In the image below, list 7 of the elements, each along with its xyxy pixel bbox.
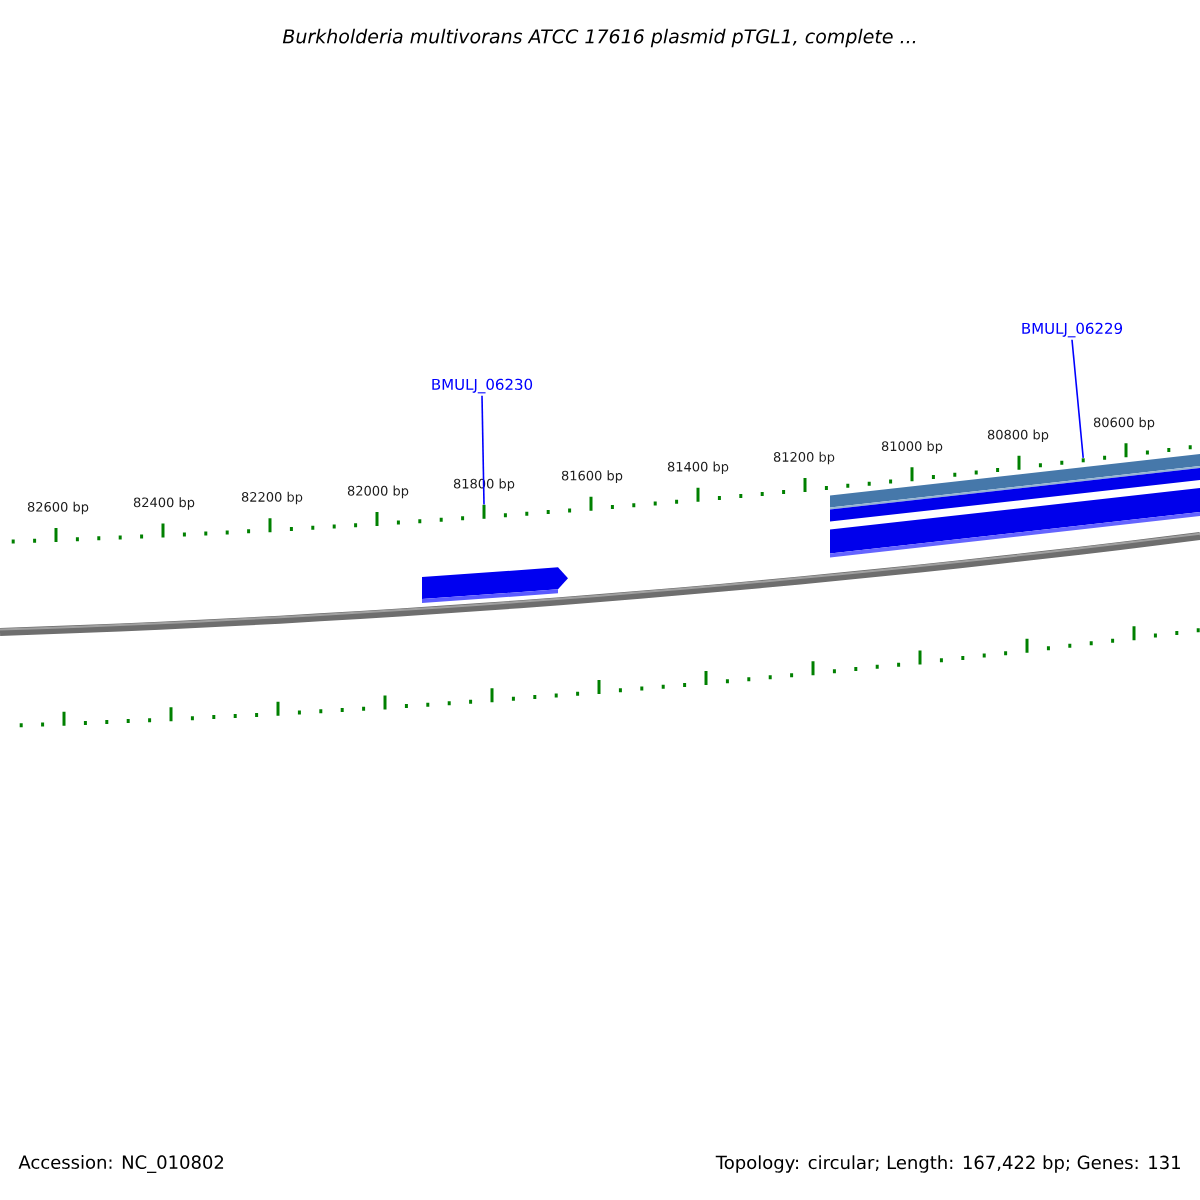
tick-mark — [482, 504, 486, 519]
accession-text: Accession: NC_010802 — [18, 1155, 224, 1173]
leader-line — [1071, 338, 1084, 459]
tick-mark — [1081, 458, 1085, 463]
title: Burkholderia multivorans ATCC 17616 plasmid pTGL1, complete ... — [282, 28, 916, 48]
leader-line — [481, 394, 485, 506]
summary-text: Topology: circular; Length: 167,422 bp; Genes: 131 — [715, 1155, 1180, 1173]
